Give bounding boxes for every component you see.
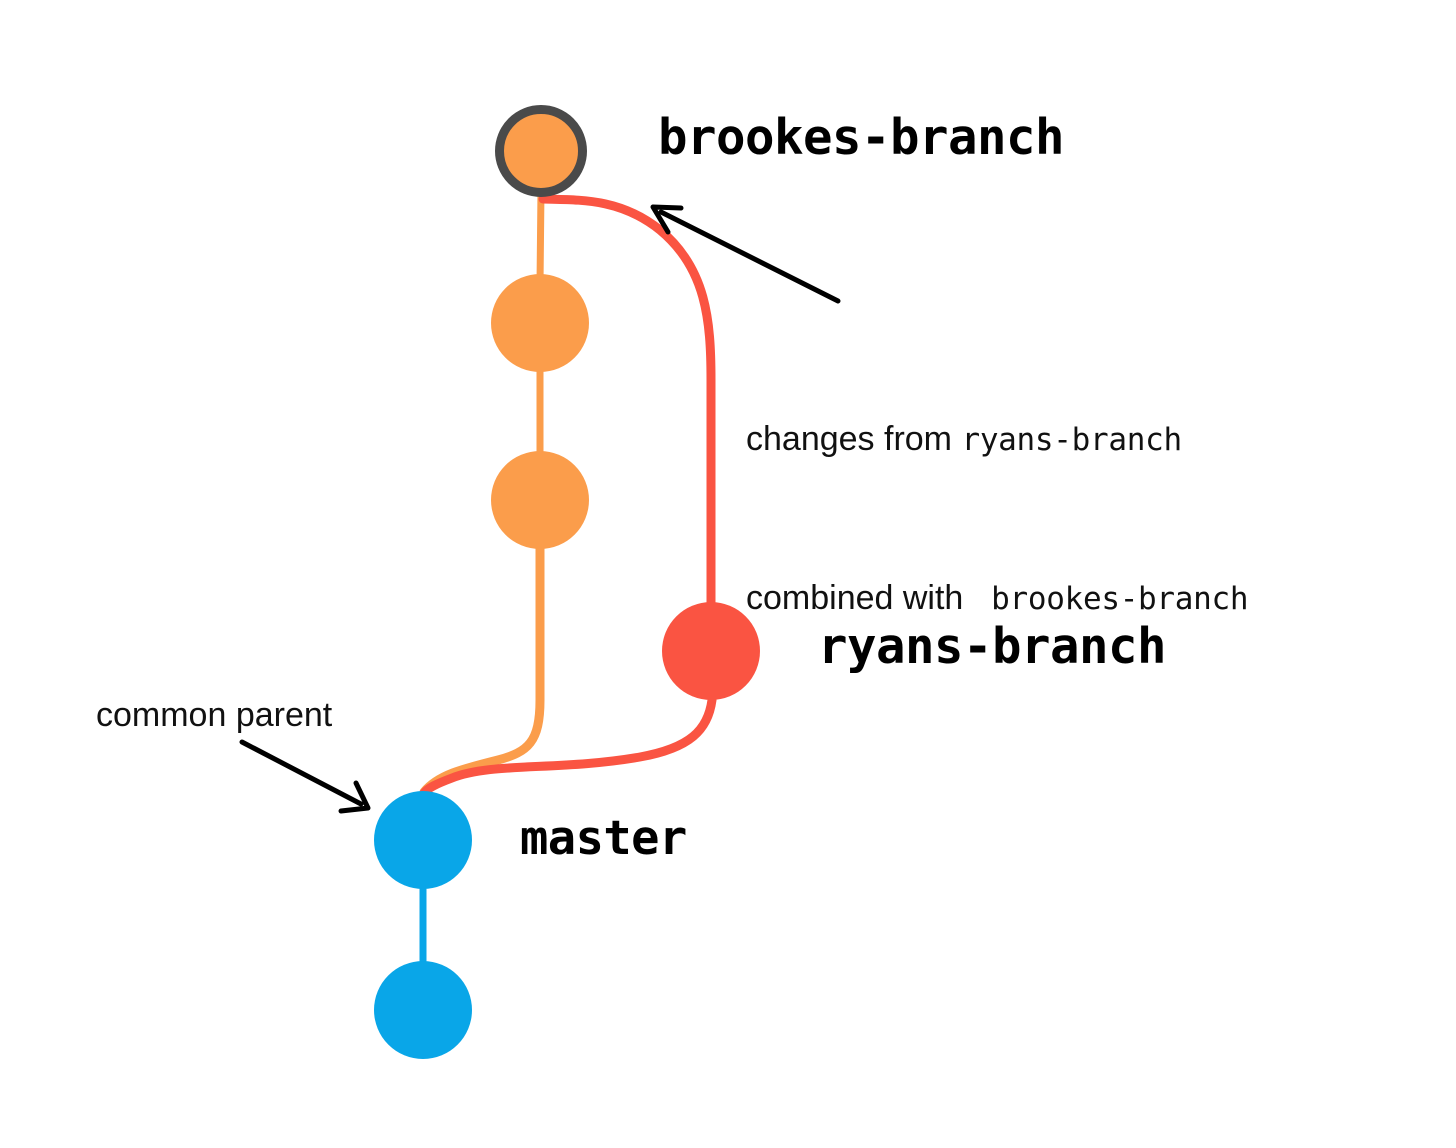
node-layer bbox=[374, 105, 760, 1059]
commit-node-brookes-commit-2[interactable] bbox=[491, 274, 589, 372]
branch-label-master: master bbox=[520, 811, 687, 866]
edge-layer bbox=[419, 186, 717, 965]
edge-ryans-to-master bbox=[419, 695, 717, 798]
edge-brookes-to-master bbox=[419, 535, 545, 797]
merge-arrow bbox=[650, 204, 841, 304]
common-parent-arrow bbox=[239, 739, 371, 814]
annotation-merge-description: changes from ryans-branch combined with … bbox=[746, 307, 1249, 731]
annotation-merge-line-1-branch: ryans-branch bbox=[961, 422, 1182, 459]
annotation-merge-line-2-branch: brookes-branch bbox=[972, 581, 1249, 618]
branch-label-brookes: brookes-branch bbox=[658, 109, 1065, 166]
annotation-arrow-layer bbox=[239, 204, 841, 814]
edge-brookes-head-to-commit-2 bbox=[536, 186, 545, 288]
annotation-merge-line-1-text: changes from bbox=[746, 420, 962, 459]
commit-node-master-tip[interactable] bbox=[374, 791, 472, 889]
commit-node-brookes-head[interactable] bbox=[495, 105, 587, 197]
annotation-merge-line-1: changes from ryans-branch bbox=[746, 413, 1248, 466]
branch-label-ryans: ryans-branch bbox=[818, 618, 1167, 675]
commit-node-brookes-commit-1[interactable] bbox=[491, 451, 589, 549]
commit-node-ryans-head[interactable] bbox=[662, 602, 760, 700]
commit-node-master-parent[interactable] bbox=[374, 961, 472, 1059]
edge-merge-ryans-into-brookes bbox=[538, 194, 716, 607]
annotation-merge-line-2: combined with brookes-branch bbox=[746, 572, 1249, 625]
annotation-merge-line-2-text: combined with bbox=[746, 579, 973, 618]
annotation-common-parent: common parent bbox=[96, 696, 333, 734]
